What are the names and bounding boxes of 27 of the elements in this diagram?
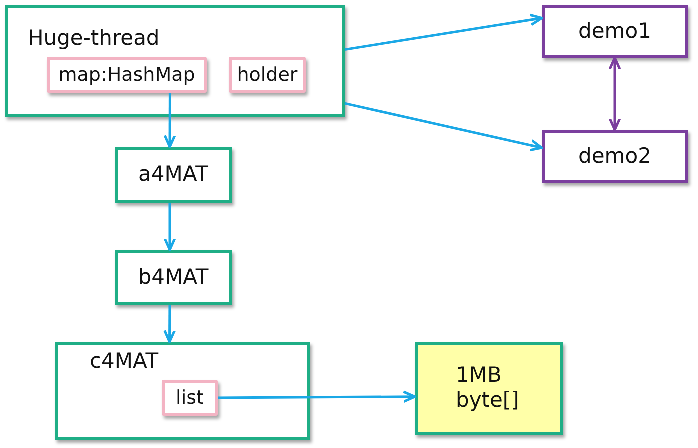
class-box bbox=[5, 5, 345, 117]
class-box bbox=[115, 250, 232, 305]
node-label: demo2 bbox=[578, 144, 652, 170]
node-label: list bbox=[176, 386, 204, 410]
class-box bbox=[542, 130, 688, 183]
arrow bbox=[608, 56, 622, 132]
node-label: demo1 bbox=[578, 18, 652, 44]
arrow bbox=[164, 203, 176, 252]
field-box bbox=[47, 57, 207, 93]
node-label: c4MAT bbox=[90, 349, 159, 374]
field-box bbox=[229, 57, 306, 93]
arrow bbox=[344, 14, 544, 52]
node-label: a4MAT bbox=[138, 162, 208, 188]
memory-box bbox=[415, 342, 563, 435]
node-label: b4MAT bbox=[138, 264, 209, 290]
arrow bbox=[344, 102, 544, 152]
field-box bbox=[162, 380, 218, 416]
node-label: holder bbox=[237, 64, 298, 86]
node-label: map:HashMap bbox=[58, 64, 196, 86]
arrow bbox=[164, 93, 176, 148]
class-box bbox=[542, 5, 688, 58]
node-label: Huge-thread bbox=[28, 26, 160, 52]
arrow bbox=[164, 305, 176, 344]
class-box bbox=[115, 147, 232, 203]
class-box bbox=[55, 342, 310, 440]
arrow bbox=[218, 390, 416, 404]
node-label: 1MB byte[] bbox=[456, 363, 520, 414]
